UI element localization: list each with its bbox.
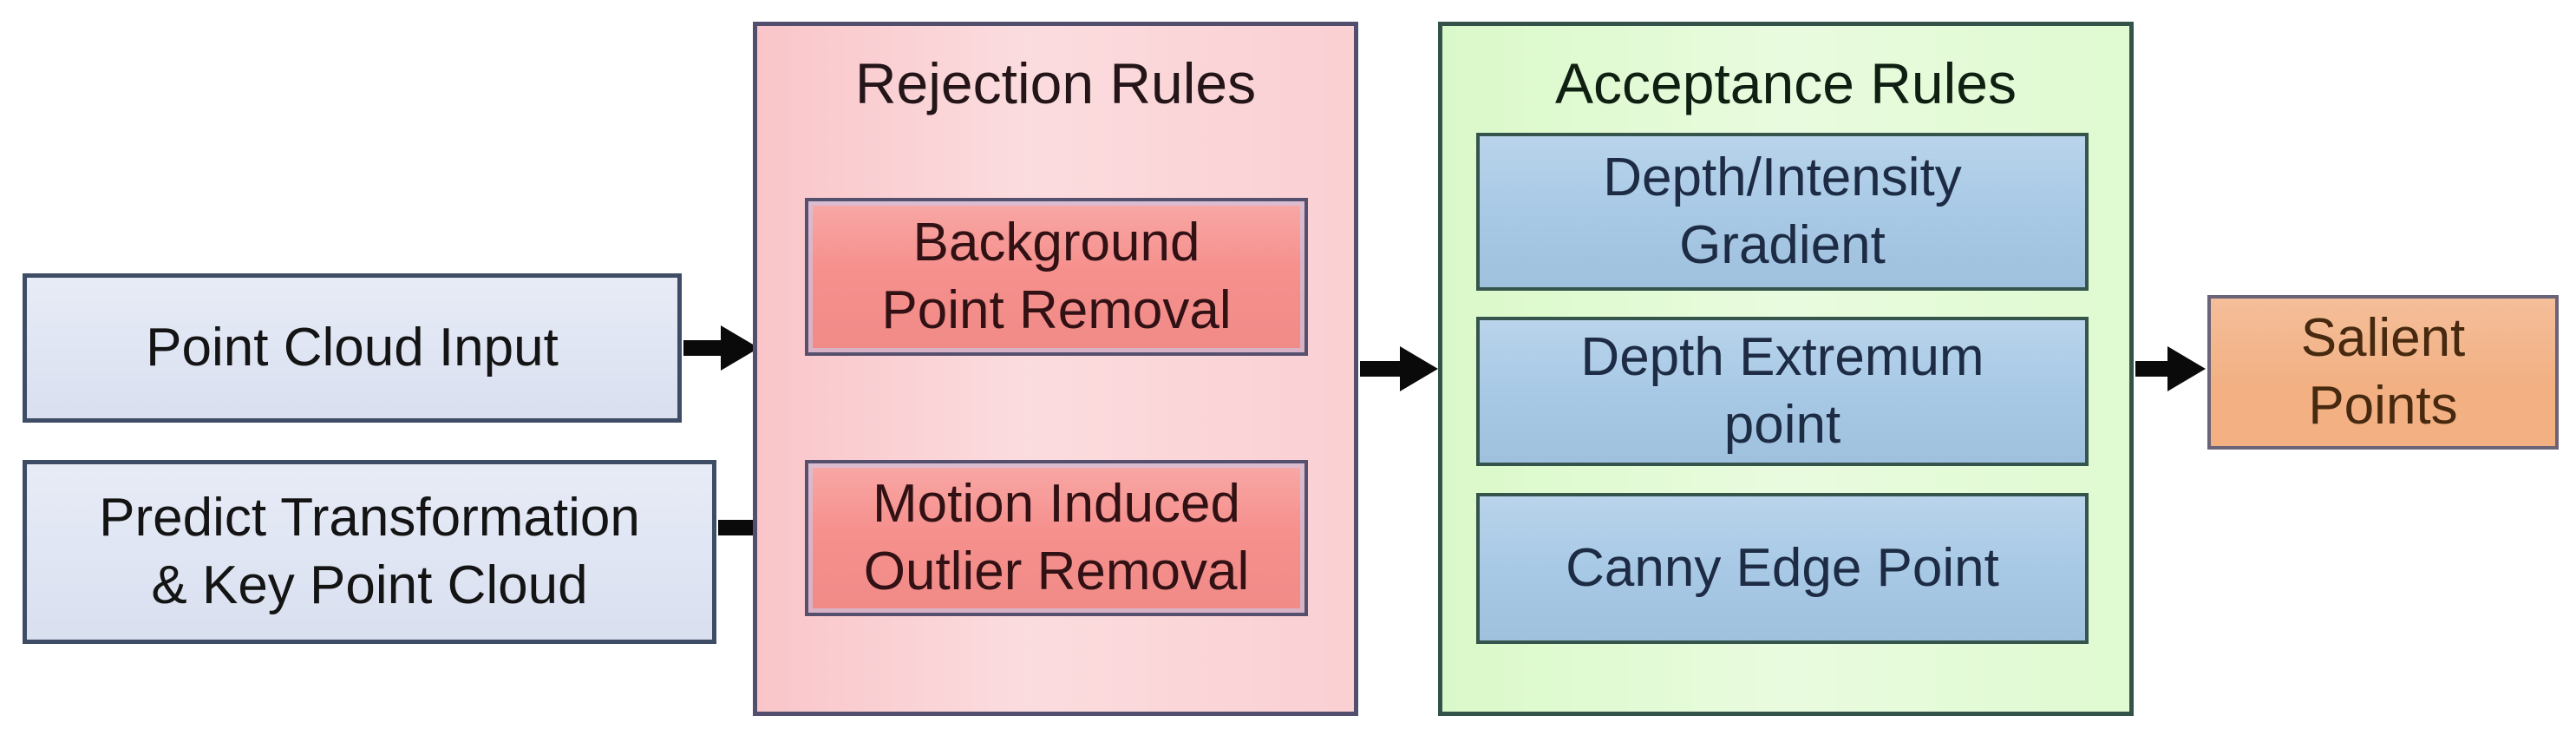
canny-edge-point-box: Canny Edge Point	[1476, 493, 2089, 644]
arrow-input-to-rejection-icon	[683, 325, 759, 371]
depth-extremum-point-box: Depth Extremum point	[1476, 317, 2089, 466]
arrow-head	[721, 325, 759, 371]
arrow-head	[1400, 346, 1438, 391]
arrow-shaft	[1360, 361, 1400, 377]
arrow-shaft	[2135, 361, 2167, 377]
predict-transformation-box: Predict Transformation & Key Point Cloud	[23, 460, 716, 644]
point-cloud-input-box: Point Cloud Input	[23, 273, 682, 423]
rejection-rules-title: Rejection Rules	[854, 51, 1257, 115]
depth-intensity-gradient-box: Depth/Intensity Gradient	[1476, 133, 2089, 291]
arrow-shaft	[683, 340, 721, 356]
rejection-rules-panel: Rejection Rules Background Point Removal…	[753, 22, 1358, 716]
arrow-rejection-to-acceptance-icon	[1360, 346, 1438, 391]
motion-induced-outlier-removal-box: Motion Induced Outlier Removal	[805, 460, 1308, 616]
arrow-acceptance-to-salient-icon	[2135, 346, 2206, 391]
salient-points-box: Salient Points	[2207, 295, 2559, 450]
acceptance-rules-panel: Acceptance Rules Depth/Intensity Gradien…	[1438, 22, 2134, 716]
acceptance-rules-title: Acceptance Rules	[1555, 51, 2017, 115]
background-point-removal-box: Background Point Removal	[805, 198, 1308, 356]
arrow-head	[2167, 346, 2206, 391]
